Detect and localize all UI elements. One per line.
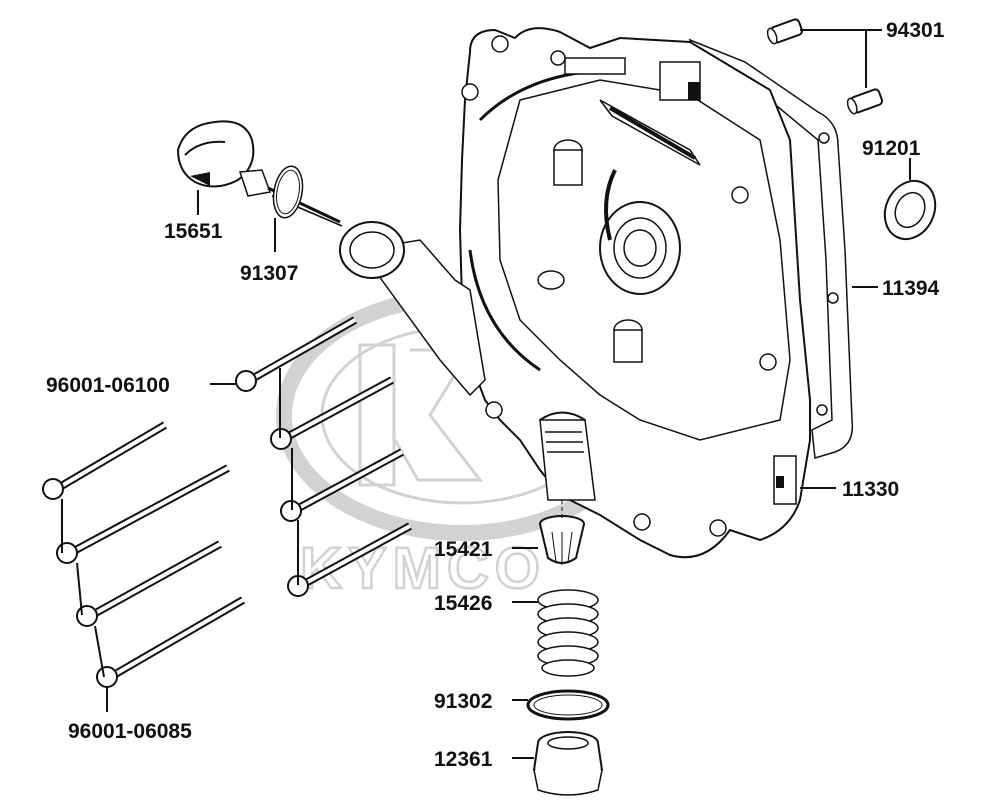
label-15651: 15651 (164, 220, 223, 243)
label-12361: 12361 (434, 748, 493, 771)
label-96001-06085: 96001-06085 (68, 720, 192, 743)
drain-plug-12361-drawing (532, 731, 604, 796)
label-15421: 15421 (434, 538, 493, 561)
label-91302: 91302 (434, 690, 492, 713)
label-94301: 94301 (886, 19, 945, 42)
label-11394: 11394 (882, 277, 940, 300)
label-11330: 11330 (842, 478, 899, 501)
label-96001-06100: 96001-06100 (46, 374, 170, 397)
label-91201: 91201 (862, 137, 921, 160)
oil-seal-91201-drawing (883, 179, 937, 241)
o-ring-91302-drawing (526, 689, 610, 721)
oil-strainer-15421-drawing (539, 515, 585, 565)
bolts-96001-06100-drawing (235, 316, 412, 597)
bolts-96001-06085-drawing (42, 421, 246, 712)
o-ring-91307-drawing (272, 165, 304, 219)
spring-15426-drawing (537, 589, 599, 677)
right-crankcase-cover-11330-drawing (339, 27, 811, 559)
leader-lines (197, 29, 911, 759)
oil-dipstick-15651-drawing (176, 120, 343, 227)
label-91307: 91307 (240, 262, 298, 285)
label-15426: 15426 (434, 592, 492, 615)
dowel-pins-94301-drawing (766, 18, 884, 115)
